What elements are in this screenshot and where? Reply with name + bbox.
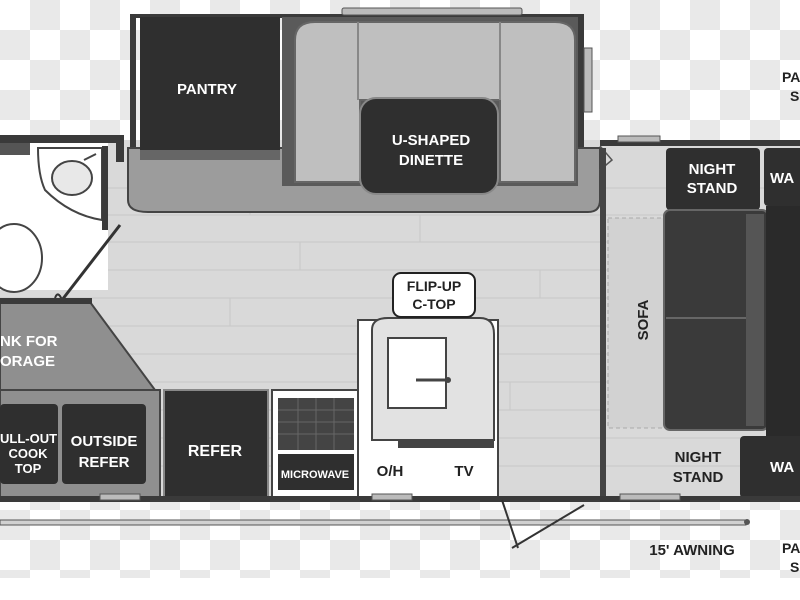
- awning-and-door: [0, 499, 800, 600]
- outside-refer-label-line2: REFER: [79, 454, 130, 471]
- overhead-label: O/H: [377, 463, 404, 480]
- night-stand-bottom-label-line1: NIGHT: [675, 449, 722, 466]
- night-stand-top: [666, 148, 760, 210]
- flip-up-badge: [392, 272, 476, 318]
- night-stand-top-label-line1: NIGHT: [689, 161, 736, 178]
- outside-refer-label-line1: OUTSIDE: [71, 433, 138, 450]
- pass-through-bottom-label-line2: S: [790, 559, 799, 575]
- outside-refer: [62, 404, 146, 484]
- sink-island: [357, 317, 499, 499]
- pull-out-label-line3: TOP: [15, 461, 42, 476]
- wardrobe-bottom: [740, 436, 800, 498]
- pass-through-top-label-line1: PA: [782, 69, 800, 85]
- sofa: [607, 217, 671, 429]
- pantry: [140, 17, 280, 160]
- dinette-label-line2: DINETTE: [399, 152, 463, 169]
- night-stand-bottom-label-line2: STAND: [673, 469, 724, 486]
- wardrobe-bottom-label: WA: [770, 459, 794, 476]
- wardrobe-top-label: WA: [770, 170, 794, 187]
- storage-label-line1: NK FOR: [0, 333, 58, 350]
- pull-out-label-line2: COOK: [9, 446, 49, 461]
- refer-label: REFER: [188, 443, 243, 460]
- storage-label-line2: ORAGE: [0, 353, 55, 370]
- night-stand-top-label-line2: STAND: [687, 180, 738, 197]
- pass-through-top-label-line2: S: [790, 88, 799, 104]
- pull-out-cooktop: [0, 404, 58, 484]
- pass-through-bottom-label-line1: PA: [782, 540, 800, 556]
- dinette-label-line1: U-SHAPED: [392, 132, 471, 149]
- flip-up-label-line1: FLIP-UP: [407, 278, 461, 294]
- awning-label: 15' AWNING: [649, 542, 735, 559]
- bathroom: [0, 135, 124, 301]
- slide-out-top: [130, 7, 593, 164]
- pull-out-label-line1: ULL-OUT: [0, 431, 57, 446]
- microwave-label: MICROWAVE: [281, 469, 349, 481]
- right-slide-out: [599, 135, 800, 502]
- pantry-label: PANTRY: [177, 81, 237, 98]
- sofa-label: SOFA: [635, 299, 652, 340]
- refer: [163, 389, 269, 499]
- u-shaped-dinette: [282, 17, 578, 195]
- wardrobe-top: [764, 148, 800, 206]
- flip-up-label-line2: C-TOP: [412, 296, 455, 312]
- tv-label: TV: [454, 463, 473, 480]
